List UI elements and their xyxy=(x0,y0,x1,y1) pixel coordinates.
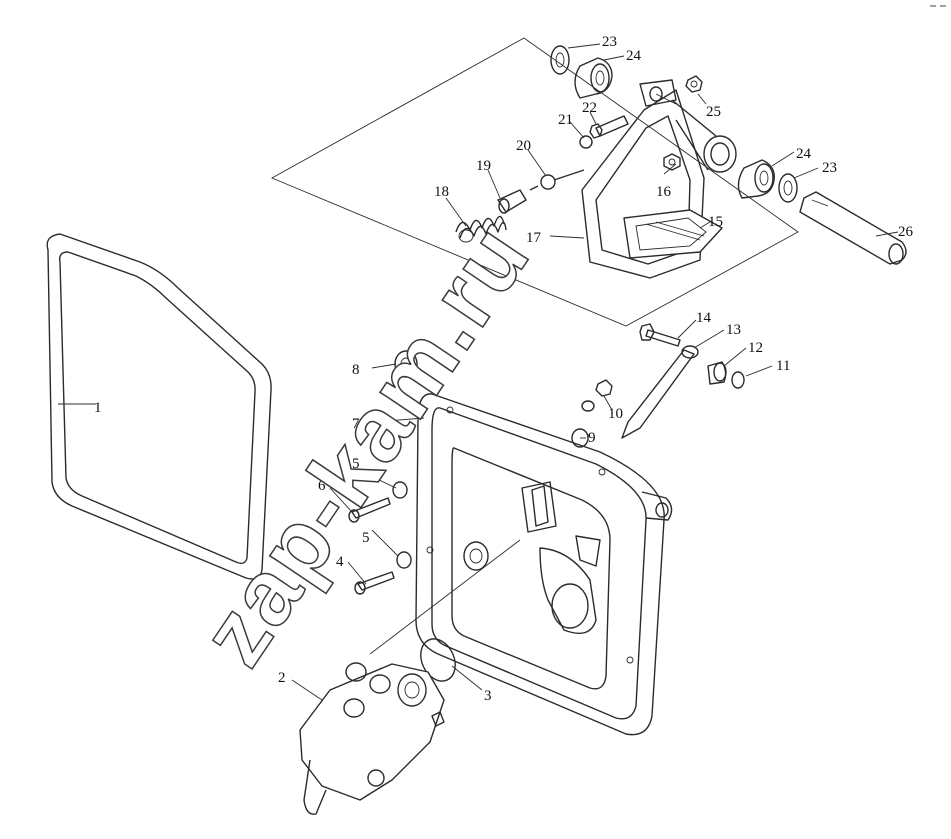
callout-21: 21 xyxy=(558,112,573,128)
leader-lines xyxy=(58,43,899,701)
alignment-lines xyxy=(270,37,799,655)
callout-26: 26 xyxy=(898,224,914,240)
callout-13: 13 xyxy=(726,322,741,338)
part-16-nut xyxy=(663,153,681,171)
callout-19: 19 xyxy=(476,158,491,174)
callout-6: 6 xyxy=(318,478,326,494)
part-15-plate xyxy=(623,209,723,259)
part-3-o-ring xyxy=(420,638,456,682)
callout-2: 2 xyxy=(278,670,286,686)
callout-23b: 23 xyxy=(822,160,837,176)
callout-15: 15 xyxy=(708,214,723,230)
callout-5b: 5 xyxy=(362,530,370,546)
part-13-rod xyxy=(621,345,699,439)
callout-5a: 5 xyxy=(352,456,360,472)
callout-17: 17 xyxy=(526,230,542,246)
part-19-pin xyxy=(497,189,527,214)
part-20-detent-ball xyxy=(529,169,585,191)
part-23-washer-right xyxy=(778,173,798,203)
part-18-spring xyxy=(455,215,507,243)
part-6-bolt xyxy=(348,497,391,523)
part-11-ring xyxy=(731,371,745,389)
callout-labels: 1 2 3 4 5 5 6 7 8 9 10 11 12 13 14 15 16… xyxy=(94,34,914,704)
part-5-washer-upper xyxy=(392,481,408,499)
part-22-bolt xyxy=(589,115,629,139)
part-4-bolt xyxy=(354,571,395,595)
callout-7: 7 xyxy=(352,416,360,432)
part-23-washer-left xyxy=(550,45,570,75)
callout-9: 9 xyxy=(588,430,596,446)
part-7-cover-plate xyxy=(415,393,673,736)
callout-18: 18 xyxy=(434,184,449,200)
part-12-bushing xyxy=(707,361,727,385)
callout-16: 16 xyxy=(656,184,672,200)
part-10-nut-washer xyxy=(581,379,613,412)
part-2-valve-housing xyxy=(299,662,445,815)
part-26-shaft xyxy=(799,191,907,265)
callout-12: 12 xyxy=(748,340,763,356)
part-21-ball xyxy=(579,135,593,149)
callout-8: 8 xyxy=(352,362,360,378)
callout-11: 11 xyxy=(776,358,790,374)
part-24-bearing-right xyxy=(737,159,775,199)
callout-14: 14 xyxy=(696,310,712,326)
callout-3: 3 xyxy=(484,688,492,704)
part-25-nut xyxy=(685,75,703,93)
callout-25: 25 xyxy=(706,104,721,120)
part-5-washer-lower xyxy=(396,551,412,569)
callout-24b: 24 xyxy=(796,146,812,162)
callout-20: 20 xyxy=(516,138,531,154)
callout-10: 10 xyxy=(608,406,623,422)
callout-24a: 24 xyxy=(626,48,642,64)
callout-1: 1 xyxy=(94,400,102,416)
part-9-plug xyxy=(571,428,589,448)
callout-4: 4 xyxy=(336,554,344,570)
callout-22: 22 xyxy=(582,100,597,116)
callout-23a: 23 xyxy=(602,34,617,50)
part-14-bolt xyxy=(639,323,681,347)
part-1-gasket xyxy=(46,233,272,580)
